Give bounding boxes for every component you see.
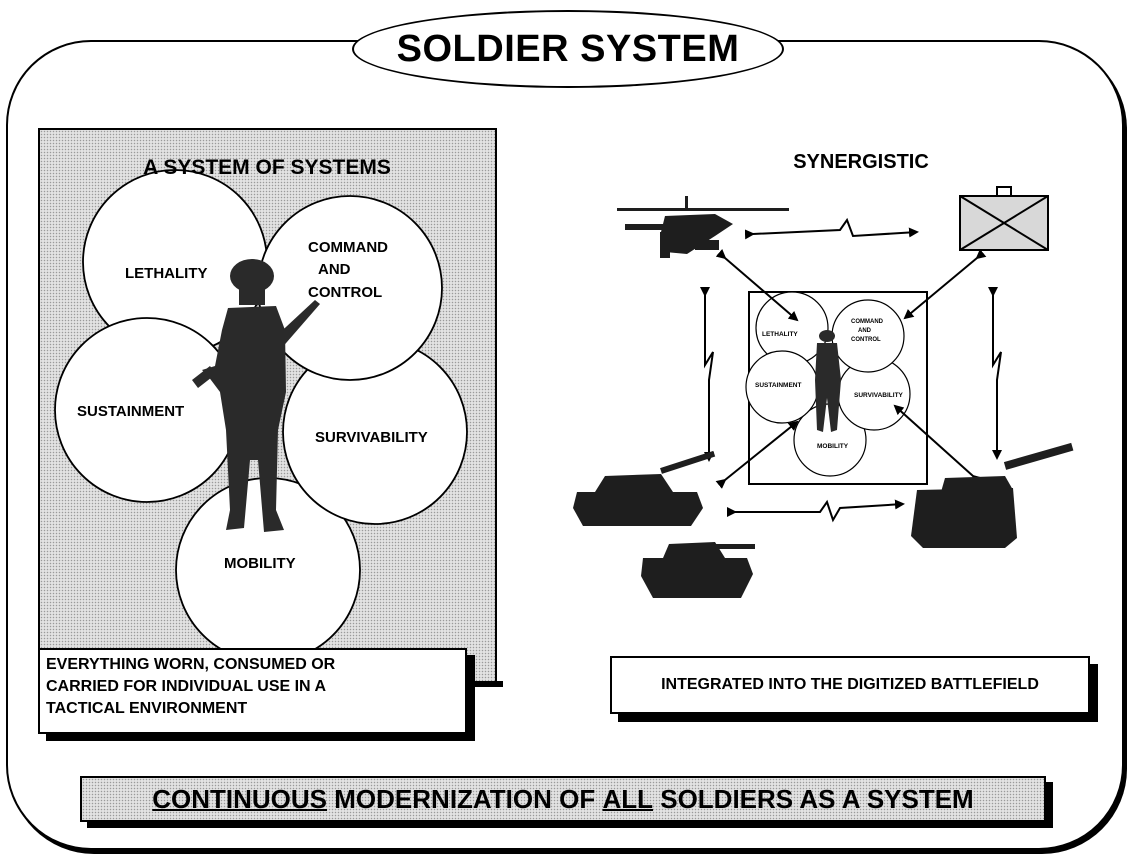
label-and: AND	[318, 261, 351, 278]
systems-diagram: A SYSTEM OF SYSTEMS LETHALITY COMMAND AN…	[54, 156, 468, 663]
self-propelled-gun-icon	[573, 450, 716, 526]
command-post-icon	[959, 186, 1049, 251]
label-lethality: LETHALITY	[125, 265, 208, 282]
digitized-battlefield-caption: INTEGRATED INTO THE DIGITIZED BATTLEFIEL…	[610, 656, 1090, 714]
system-of-systems-caption: EVERYTHING WORN, CONSUMED OR CARRIED FOR…	[38, 648, 467, 734]
caption-line-3: TACTICAL ENVIRONMENT	[46, 700, 248, 717]
mini-soldier-icon	[815, 330, 841, 432]
banner-word-all: ALL	[602, 783, 653, 814]
svg-text:LETHALITY: LETHALITY	[762, 331, 798, 338]
helicopter-icon	[617, 196, 789, 258]
title-oval: SOLDIER SYSTEM	[352, 10, 784, 88]
heading-synergistic: SYNERGISTIC	[793, 151, 929, 173]
communication-links	[700, 217, 1002, 523]
label-mobility: MOBILITY	[224, 555, 296, 572]
synergistic-diagram: SYNERGISTIC LETHALITY COMMAND AND	[573, 151, 1074, 598]
link-heli-tank	[700, 287, 714, 462]
modernization-banner: CONTINUOUS MODERNIZATION OF ALL SOLDIERS…	[80, 776, 1046, 822]
tank-icon	[641, 542, 755, 598]
heading-system-of-systems: A SYSTEM OF SYSTEMS	[143, 156, 391, 179]
link-heli-panel	[715, 248, 799, 322]
howitzer-icon	[911, 442, 1074, 548]
link-cmd-panel	[903, 249, 987, 320]
svg-text:AND: AND	[858, 328, 872, 334]
banner-word-soldiers: SOLDIERS AS A SYSTEM	[660, 783, 974, 814]
svg-text:SUSTAINMENT: SUSTAINMENT	[755, 382, 801, 389]
link-cmd-howitzer	[988, 287, 1002, 460]
banner-word-continuous: CONTINUOUS	[152, 783, 328, 814]
link-tank-panel	[715, 420, 799, 489]
link-howitzer-panel	[893, 404, 983, 486]
label-sustainment: SUSTAINMENT	[77, 403, 184, 420]
mini-system-panel: LETHALITY COMMAND AND CONTROL SUSTAINMEN…	[745, 291, 928, 485]
svg-text:MOBILITY: MOBILITY	[817, 443, 849, 450]
label-survivability: SURVIVABILITY	[315, 429, 428, 446]
label-command: COMMAND	[308, 239, 388, 256]
slide-title: SOLDIER SYSTEM	[396, 27, 740, 70]
link-tank-howitzer	[727, 499, 905, 523]
banner-word-modernization: MODERNIZATION OF	[334, 783, 596, 814]
system-of-systems-panel: A SYSTEM OF SYSTEMS LETHALITY COMMAND AN…	[38, 128, 503, 687]
link-heli-cmd	[744, 217, 919, 240]
label-control: CONTROL	[308, 284, 382, 301]
caption-line-1: EVERYTHING WORN, CONSUMED OR	[46, 656, 336, 673]
svg-text:SURVIVABILITY: SURVIVABILITY	[854, 392, 904, 399]
caption-line-2: CARRIED FOR INDIVIDUAL USE IN A	[46, 678, 327, 695]
soldier-icon	[192, 259, 320, 532]
svg-text:COMMAND: COMMAND	[851, 319, 884, 325]
svg-text:CONTROL: CONTROL	[851, 337, 881, 343]
mini-circle-command	[831, 299, 905, 373]
